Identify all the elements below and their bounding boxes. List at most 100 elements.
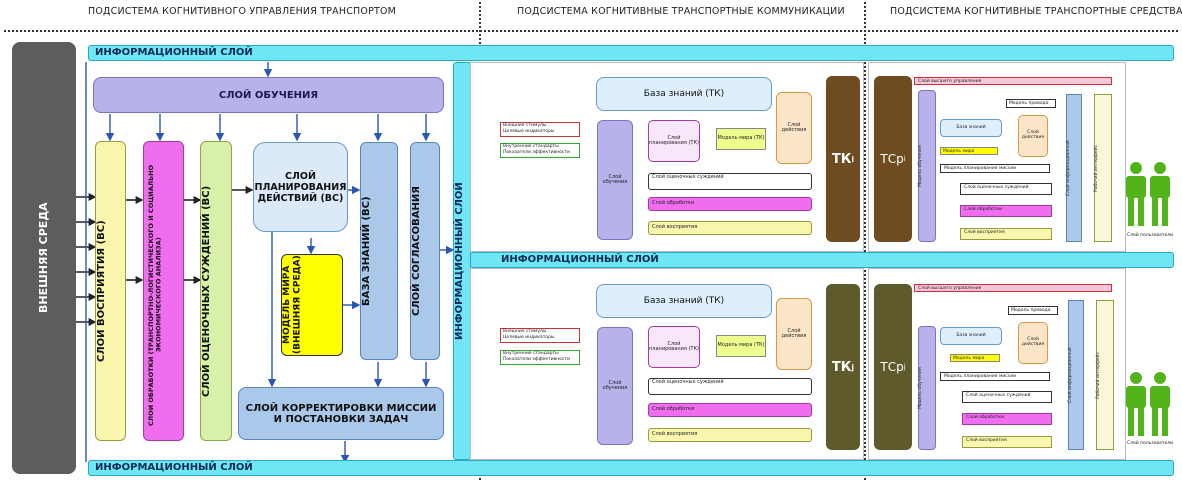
- tc-i-planning-model: Модель планирования миссии: [940, 164, 1050, 173]
- tc-i-info-layer: Слой информационный: [1066, 94, 1082, 242]
- tc-i-info-layer-label: Слой информационный: [1066, 140, 1071, 196]
- tk-j-standards-label: Внутренние стандарты: [503, 351, 559, 356]
- tk-i-standards-label: Внутренние стандарты: [503, 144, 559, 149]
- tc-i-work-interface: Рабочий интерфейс: [1094, 94, 1112, 242]
- header-right: ПОДСИСТЕМА КОГНИТИВНЫЕ ТРАНСПОРТНЫЕ СРЕД…: [890, 6, 1182, 17]
- tc-i-work-interface-label: Рабочий интерфейс: [1094, 144, 1099, 192]
- tc-j-node-sub: j: [903, 363, 906, 371]
- planning-layer: СЛОЙ ПЛАНИРОВАНИЯ ДЕЙСТВИЙ (ВС): [253, 142, 348, 232]
- tc-j-interaction-model: Модель привода: [1008, 306, 1058, 315]
- header-middle: ПОДСИСТЕМА КОГНИТИВНЫЕ ТРАНСПОРТНЫЕ КОММ…: [517, 6, 845, 17]
- agreement-layer: СЛОЙ СОГЛАСОВАНИЯ: [410, 142, 440, 360]
- tc-j-action: Слой действия: [1018, 322, 1048, 364]
- knowledge-base-label: БАЗА ЗНАНИЙ (ВС): [361, 196, 372, 306]
- tc-i-evaluation: Слой оценочных суждений: [960, 183, 1052, 195]
- tk-j-node-sub: j: [851, 362, 855, 372]
- tk-i-world-model: Модель мира (ТК): [716, 128, 766, 150]
- tc-j-learning-model: Модель обучения: [918, 326, 936, 450]
- tk-i-stimuli-label: Внешние стимулы: [503, 123, 547, 128]
- processing-layer: СЛОИ ОБРАБОТКИ (ТРАНСПОРТНО-ЛОГИСТИЧЕСКО…: [143, 141, 184, 441]
- tc-i-kb: База знаний: [940, 119, 1002, 137]
- users-top-label: Слой пользователи: [1126, 233, 1174, 238]
- tk-j-actions: Слой действия: [776, 298, 812, 370]
- info-layer-bottom: ИНФОРМАЦИОННЫЙ СЛОЙ: [88, 460, 1174, 476]
- tk-i-perception: Слой восприятия: [648, 221, 812, 235]
- info-layer-vertical-label: ИНФОРМАЦИОННЫЙ СЛОЙ: [454, 182, 465, 340]
- correction-layer: СЛОЙ КОРРЕКТИРОВКИ МИССИИ И ПОСТАНОВКИ З…: [238, 387, 444, 440]
- tc-i-perception: Слой восприятия: [960, 228, 1052, 240]
- tc-i-learning-model-label: Модель обучения: [918, 145, 923, 187]
- tk-i-knowledge-base: База знаний (ТК): [596, 77, 772, 111]
- tc-i-action: Слой действия: [1018, 115, 1048, 157]
- tk-i-standards: Внутренние стандарты Показатели эффектив…: [500, 143, 580, 158]
- agreement-layer-label: СЛОЙ СОГЛАСОВАНИЯ: [411, 186, 422, 316]
- tc-j-top-control: Слой высшего управления: [914, 284, 1112, 292]
- learning-layer: СЛОЙ ОБУЧЕНИЯ: [93, 77, 444, 113]
- tk-j-efficiency-label: Показатели эффективности: [503, 356, 570, 362]
- tc-j-kb: База знаний: [940, 327, 1002, 345]
- tc-i-world-model: Модель мира: [940, 147, 998, 155]
- tc-j-planning-model: Модель планирования миссии: [940, 372, 1050, 381]
- knowledge-base-block: БАЗА ЗНАНИЙ (ВС): [360, 142, 398, 360]
- tk-i-evaluation: Слой оценочных суждений: [648, 173, 812, 190]
- tc-i-top-control: Слой высшего управления: [914, 77, 1112, 85]
- tc-j-node-label: ТСр: [880, 360, 904, 374]
- tk-j-perception: Слой восприятия: [648, 428, 812, 442]
- perception-layer-label: СЛОИ ВОСПРИЯТИЯ (ВС): [96, 220, 107, 362]
- external-environment-label: ВНЕШНЯЯ СРЕДА: [36, 202, 50, 314]
- tk-i-learning: Слой обучения: [597, 120, 633, 240]
- evaluation-layer-label: СЛОЙ ОЦЕНОЧНЫХ СУЖДЕНИЙ (ВС): [201, 185, 212, 397]
- tk-j-stimuli: Внешние стимулы Целевые индикаторы: [500, 328, 580, 343]
- info-layer-middle-label: ИНФОРМАЦИОННЫЙ СЛОЙ: [501, 254, 659, 265]
- tk-i-processing: Слой обработки: [648, 197, 812, 211]
- tk-j-standards: Внутренние стандарты Показатели эффектив…: [500, 350, 580, 365]
- tc-j-evaluation: Слой оценочных суждений: [962, 391, 1052, 403]
- tk-j-learning: Слой обучения: [597, 327, 633, 445]
- tk-i-efficiency-label: Показатели эффективности: [503, 149, 570, 155]
- tc-j-info-layer: Слой информационный: [1068, 300, 1084, 450]
- tk-i-target-label: Целевые индикаторы: [503, 128, 555, 134]
- tc-j-learning-model-label: Модель обучения: [918, 367, 923, 409]
- tk-j-stimuli-label: Внешние стимулы: [503, 329, 547, 334]
- tk-j-planning: Слой планирования (ТК): [648, 326, 700, 368]
- info-layer-vertical: ИНФОРМАЦИОННЫЙ СЛОЙ: [453, 62, 471, 460]
- tk-i-actions: Слой действия: [776, 92, 812, 164]
- processing-layer-label: СЛОИ ОБРАБОТКИ (ТРАНСПОРТНО-ЛОГИСТИЧЕСКО…: [147, 164, 163, 426]
- tk-j-evaluation: Слой оценочных суждений: [648, 378, 812, 395]
- tk-i-node-label: ТК: [831, 151, 852, 167]
- info-layer-bottom-label: ИНФОРМАЦИОННЫЙ СЛОЙ: [95, 462, 253, 473]
- world-model-block: МОДЕЛЬ МИРА (ВНЕШНЯЯ СРЕДА): [281, 254, 343, 356]
- tk-i-node-sub: i: [851, 154, 855, 164]
- tc-j-world-model: Модель мира: [950, 354, 1000, 362]
- perception-layer: СЛОИ ВОСПРИЯТИЯ (ВС): [95, 141, 126, 441]
- tk-j-knowledge-base: База знаний (ТК): [596, 284, 772, 318]
- tk-j-processing: Слой обработки: [648, 403, 812, 417]
- tc-j-perception: Слой восприятия: [962, 436, 1052, 448]
- tc-j-info-layer-label: Слой информационный: [1068, 347, 1073, 403]
- tc-j-work-interface: Рабочий интерфейс: [1096, 300, 1114, 450]
- evaluation-layer: СЛОЙ ОЦЕНОЧНЫХ СУЖДЕНИЙ (ВС): [200, 141, 232, 441]
- tc-j-processing: Слой обработки: [962, 413, 1052, 425]
- external-environment-block: ВНЕШНЯЯ СРЕДА: [12, 42, 76, 474]
- tk-j-target-label: Целевые индикаторы: [503, 334, 555, 340]
- tk-j-node-label: ТК: [831, 359, 852, 375]
- tc-i-processing: Слой обработки: [960, 205, 1052, 217]
- tc-i-node-label: ТСр: [880, 152, 904, 166]
- info-layer-middle: ИНФОРМАЦИОННЫЙ СЛОЙ: [470, 252, 1174, 268]
- users-bottom-label: Слой пользователи: [1126, 441, 1174, 446]
- top-dotted-line: [4, 30, 1178, 32]
- tc-j-work-interface-label: Рабочий интерфейс: [1096, 351, 1101, 399]
- tc-i-interaction-model: Модель привода: [1006, 99, 1056, 108]
- header-left: ПОДСИСТЕМА КОГНИТИВНОГО УПРАВЛЕНИЯ ТРАНС…: [88, 6, 397, 17]
- tk-i-stimuli: Внешние стимулы Целевые индикаторы: [500, 122, 580, 137]
- tc-i-learning-model: Модель обучения: [918, 90, 936, 242]
- info-layer-top: ИНФОРМАЦИОННЫЙ СЛОЙ: [88, 45, 1174, 61]
- tk-j-world-model: Модель мира (ТК): [716, 335, 766, 357]
- world-model-label: МОДЕЛЬ МИРА (ВНЕШНЯЯ СРЕДА): [282, 255, 303, 355]
- tc-i-node-sub: i: [903, 155, 906, 163]
